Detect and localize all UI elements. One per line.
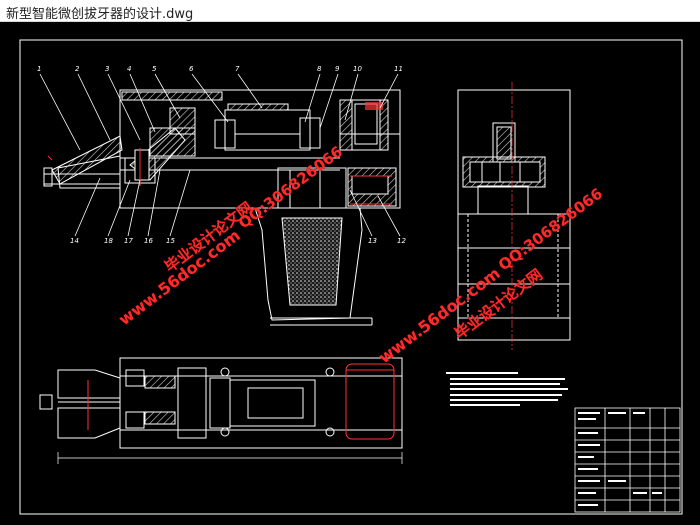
title-block bbox=[574, 407, 681, 513]
callout-6: 6 bbox=[189, 65, 194, 73]
drawing-svg: 1 2 3 4 5 6 7 8 9 10 11 12 13 14 15 16 1… bbox=[19, 39, 683, 515]
callout-leaders bbox=[39, 73, 401, 237]
callout-10: 10 bbox=[353, 65, 362, 73]
callout-16: 16 bbox=[144, 237, 153, 245]
callout-12: 12 bbox=[397, 237, 406, 245]
window-title: 新型智能微创拔牙器的设计.dwg bbox=[6, 7, 194, 22]
callout-15: 15 bbox=[166, 237, 175, 245]
callout-18: 18 bbox=[104, 237, 113, 245]
callout-9: 9 bbox=[335, 65, 340, 73]
end-view bbox=[457, 82, 571, 350]
callout-13: 13 bbox=[368, 237, 377, 245]
window-titlebar: 新型智能微创拔牙器的设计.dwg bbox=[0, 0, 700, 22]
tech-notes-block bbox=[446, 372, 568, 406]
callout-17: 17 bbox=[124, 237, 133, 245]
callout-14: 14 bbox=[70, 237, 79, 245]
callout-3: 3 bbox=[105, 65, 109, 73]
callout-7: 7 bbox=[235, 65, 240, 73]
callout-4: 4 bbox=[127, 65, 131, 73]
callout-5: 5 bbox=[152, 65, 157, 73]
callout-1: 1 bbox=[37, 65, 41, 73]
side-section-view bbox=[43, 89, 401, 326]
callout-2: 2 bbox=[75, 65, 80, 73]
top-view bbox=[39, 357, 403, 464]
callout-numbers: 1 2 3 4 5 6 7 8 9 10 11 12 13 14 15 16 1… bbox=[37, 65, 406, 245]
drawing-border bbox=[19, 39, 683, 515]
callout-8: 8 bbox=[317, 65, 322, 73]
cad-drawing-canvas[interactable]: 1 2 3 4 5 6 7 8 9 10 11 12 13 14 15 16 1… bbox=[0, 22, 700, 525]
callout-11: 11 bbox=[394, 65, 403, 73]
